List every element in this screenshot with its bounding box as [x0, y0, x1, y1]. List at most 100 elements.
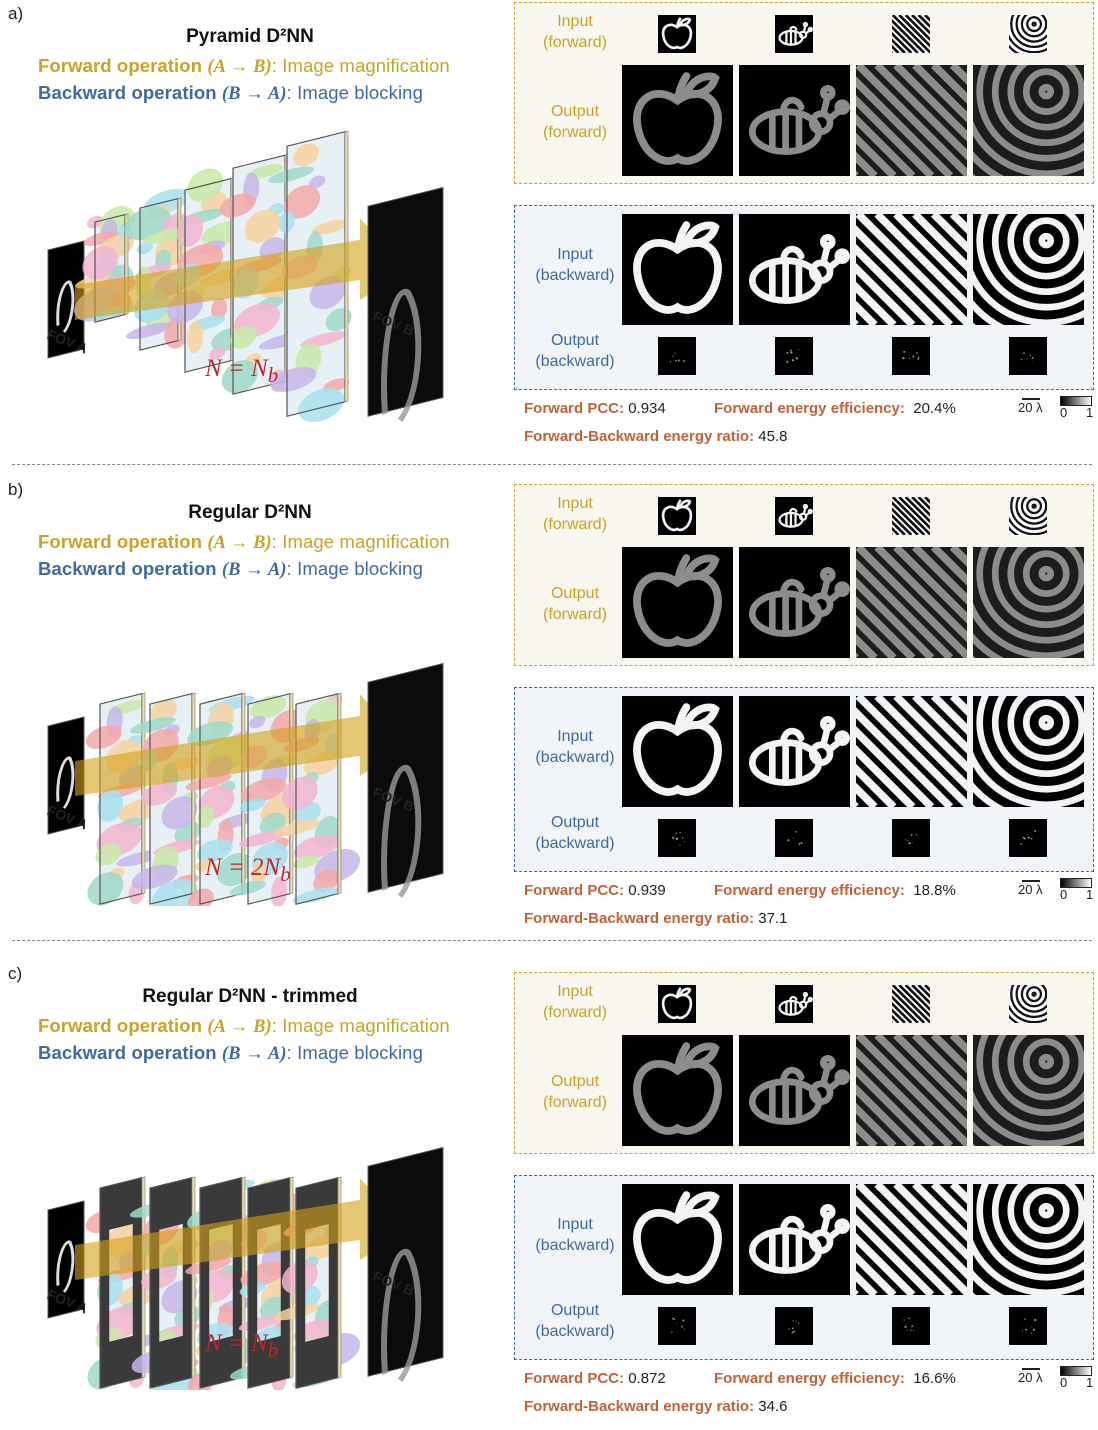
input-backward-diagonal-stripes	[856, 1184, 967, 1295]
panel-label: a)	[8, 4, 23, 24]
layer-count-formula: N = 2Nb	[205, 854, 355, 887]
output-backward-diagonal-stripes	[892, 337, 930, 375]
forward-operation: Forward operation (A → B): Image magnifi…	[38, 531, 450, 554]
input-backward-bee-icon	[739, 214, 850, 325]
panel-title: Regular D²NN - trimmed	[0, 986, 500, 1008]
output-forward-apple-icon	[622, 1035, 733, 1146]
input-forward-apple-icon	[658, 15, 696, 53]
output-backward-concentric-rings	[1009, 1307, 1047, 1345]
output-backward-concentric-rings	[1009, 337, 1047, 375]
input-forward-concentric-rings	[1009, 985, 1047, 1023]
panel-b: b) Regular D²NN Forward operation (A → B…	[0, 476, 1098, 946]
panel-title: Regular D²NN	[0, 502, 500, 524]
scale-bar: 20 λ	[1018, 880, 1043, 897]
output-forward-diagonal-stripes	[856, 1035, 967, 1146]
input-backward-label: Input(backward)	[515, 1214, 635, 1256]
output-backward-label: Output(backward)	[515, 1300, 635, 1342]
input-forward-concentric-rings	[1009, 497, 1047, 535]
output-forward-diagonal-stripes	[856, 65, 967, 176]
output-backward-label: Output(backward)	[515, 812, 635, 854]
forward-energy-efficiency: Forward energy efficiency: 16.6%	[714, 1370, 956, 1387]
layer-count-formula: N = Nb	[205, 355, 355, 388]
output-backward-apple-icon	[658, 1307, 696, 1345]
scale-bar: 20 λ	[1018, 398, 1043, 415]
input-forward-apple-icon	[658, 497, 696, 535]
forward-energy-efficiency: Forward energy efficiency: 20.4%	[714, 400, 956, 417]
input-backward-diagonal-stripes	[856, 696, 967, 807]
input-backward-label: Input(backward)	[515, 244, 635, 286]
input-backward-apple-icon	[622, 1184, 733, 1295]
output-backward-bee-icon	[775, 819, 813, 857]
output-forward-label: Output(forward)	[515, 1071, 635, 1113]
output-backward-bee-icon	[775, 337, 813, 375]
forward-backward-energy-ratio: Forward-Backward energy ratio: 45.8	[524, 428, 787, 445]
output-forward-label: Output(forward)	[515, 583, 635, 625]
input-forward-label: Input(forward)	[515, 981, 635, 1023]
input-forward-diagonal-stripes	[892, 15, 930, 53]
panel-label: c)	[8, 964, 22, 984]
output-forward-apple-icon	[622, 65, 733, 176]
output-forward-bee-icon	[739, 547, 850, 658]
input-forward-bee-icon	[775, 15, 813, 53]
output-forward-bee-icon	[739, 65, 850, 176]
input-forward-concentric-rings	[1009, 15, 1047, 53]
panel-label: b)	[8, 480, 23, 500]
input-backward-apple-icon	[622, 696, 733, 807]
forward-energy-efficiency: Forward energy efficiency: 18.8%	[714, 882, 956, 899]
panel-c: c) Regular D²NN - trimmed Forward operat…	[0, 960, 1098, 1430]
input-forward-apple-icon	[658, 985, 696, 1023]
forward-pcc: Forward PCC: 0.939	[524, 882, 666, 899]
forward-results-box: Input(forward) Output(forward)	[514, 2, 1094, 184]
panel-separator	[12, 940, 1092, 941]
panel-title: Pyramid D²NN	[0, 26, 500, 48]
backward-results-box: Input(backward) Output(backward)	[514, 205, 1094, 390]
input-backward-label: Input(backward)	[515, 726, 635, 768]
forward-pcc: Forward PCC: 0.872	[524, 1370, 666, 1387]
colorbar-min: 0	[1060, 405, 1067, 420]
backward-results-box: Input(backward) Output(backward)	[514, 687, 1094, 872]
scale-bar: 20 λ	[1018, 1368, 1043, 1385]
colorbar-max: 1	[1086, 405, 1093, 420]
output-backward-bee-icon	[775, 1307, 813, 1345]
output-forward-concentric-rings	[973, 65, 1084, 176]
input-forward-bee-icon	[775, 985, 813, 1023]
forward-results-box: Input(forward) Output(forward)	[514, 972, 1094, 1154]
output-backward-diagonal-stripes	[892, 819, 930, 857]
output-backward-apple-icon	[658, 819, 696, 857]
input-forward-diagonal-stripes	[892, 985, 930, 1023]
input-backward-bee-icon	[739, 1184, 850, 1295]
input-forward-bee-icon	[775, 497, 813, 535]
output-forward-concentric-rings	[973, 547, 1084, 658]
forward-backward-energy-ratio: Forward-Backward energy ratio: 37.1	[524, 910, 787, 927]
forward-results-box: Input(forward) Output(forward)	[514, 484, 1094, 666]
input-forward-label: Input(forward)	[515, 493, 635, 535]
colorbar-min: 0	[1060, 887, 1067, 902]
input-backward-concentric-rings	[973, 1184, 1084, 1295]
forward-operation: Forward operation (A → B): Image magnifi…	[38, 1015, 450, 1038]
input-backward-concentric-rings	[973, 696, 1084, 807]
colorbar-max: 1	[1086, 1375, 1093, 1390]
input-backward-apple-icon	[622, 214, 733, 325]
input-backward-diagonal-stripes	[856, 214, 967, 325]
forward-operation: Forward operation (A → B): Image magnifi…	[38, 55, 450, 78]
output-forward-concentric-rings	[973, 1035, 1084, 1146]
output-backward-concentric-rings	[1009, 819, 1047, 857]
output-forward-label: Output(forward)	[515, 101, 635, 143]
output-backward-diagonal-stripes	[892, 1307, 930, 1345]
forward-pcc: Forward PCC: 0.934	[524, 400, 666, 417]
output-forward-bee-icon	[739, 1035, 850, 1146]
colorbar-min: 0	[1060, 1375, 1067, 1390]
backward-results-box: Input(backward) Output(backward)	[514, 1175, 1094, 1360]
layer-count-formula: N = Nb	[205, 1330, 355, 1363]
colorbar-max: 1	[1086, 887, 1093, 902]
panel-a: a) Pyramid D²NN Forward operation (A → B…	[0, 0, 1098, 470]
forward-backward-energy-ratio: Forward-Backward energy ratio: 34.6	[524, 1398, 787, 1415]
input-forward-diagonal-stripes	[892, 497, 930, 535]
output-backward-label: Output(backward)	[515, 330, 635, 372]
output-forward-apple-icon	[622, 547, 733, 658]
input-backward-concentric-rings	[973, 214, 1084, 325]
panel-separator	[12, 464, 1092, 465]
output-backward-apple-icon	[658, 337, 696, 375]
input-forward-label: Input(forward)	[515, 11, 635, 53]
output-forward-diagonal-stripes	[856, 547, 967, 658]
